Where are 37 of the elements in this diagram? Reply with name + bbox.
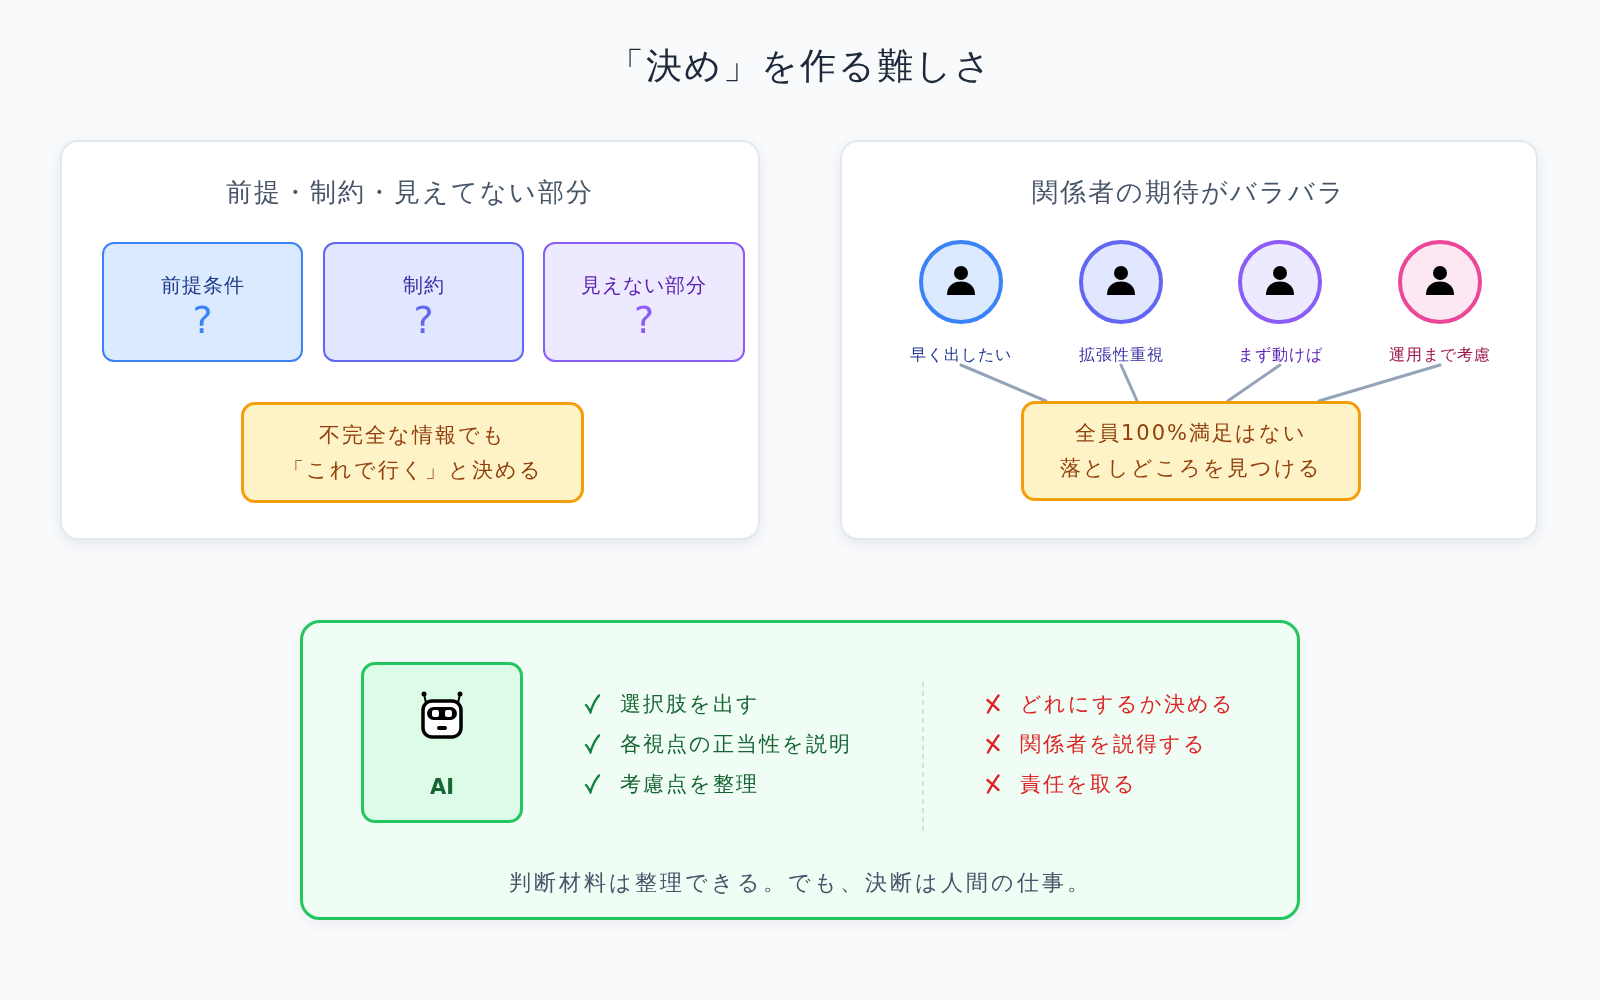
conclusion-box (241, 402, 584, 503)
diagram-title: 「決め」を作る難しさ (607, 44, 993, 88)
panel-card (840, 140, 1538, 540)
footer-note: 判断材料は整理できる。でも、決断は人間の仕事。 (508, 869, 1092, 897)
question-card (323, 242, 524, 362)
stakeholder-label: 早く出したい (910, 345, 1012, 365)
limitation-item: 関係者を説得する (1020, 731, 1207, 758)
question-card (102, 242, 303, 362)
limitation-item: 責任を取る (1020, 771, 1137, 798)
connector-line (1119, 363, 1139, 403)
question-mark: ? (192, 298, 213, 342)
stakeholder-label: 拡張性重視 (1078, 345, 1164, 365)
panel-card (60, 140, 760, 540)
stakeholder-label: まず動けば (1237, 345, 1323, 365)
panel-card (300, 620, 1300, 920)
connector-line (1226, 363, 1282, 403)
ability-item: 選択肢を出す (620, 691, 760, 718)
limitation-item: どれにするか決める (1020, 691, 1235, 718)
connector-line (959, 363, 1048, 403)
card-label: 前提条件 (160, 272, 245, 298)
conclusion-text: 不完全な情報でも「これで行く」と決める (281, 421, 544, 484)
ai-label: AI (429, 774, 455, 801)
stakeholder-label: 運用まで考慮 (1389, 345, 1491, 365)
question-mark: ? (413, 298, 434, 342)
ability-item: 考慮点を整理 (620, 771, 759, 798)
conclusion-text: 落としどころを見つける (1060, 455, 1322, 482)
card-label: 制約 (402, 272, 445, 298)
connector-line (1317, 363, 1442, 403)
question-card (543, 242, 745, 362)
question-mark: ? (633, 298, 655, 342)
ai-box (361, 662, 523, 823)
card-label: 見えない部分 (581, 272, 707, 298)
ability-item: 各視点の正当性を説明 (620, 731, 852, 758)
panel-heading: 前提・制約・見えてない部分 (226, 176, 594, 208)
conclusion-box (1021, 401, 1361, 501)
conclusion-text: 全員100%満足はない (1074, 420, 1307, 447)
panel-heading: 関係者の期待がバラバラ (1032, 176, 1346, 208)
